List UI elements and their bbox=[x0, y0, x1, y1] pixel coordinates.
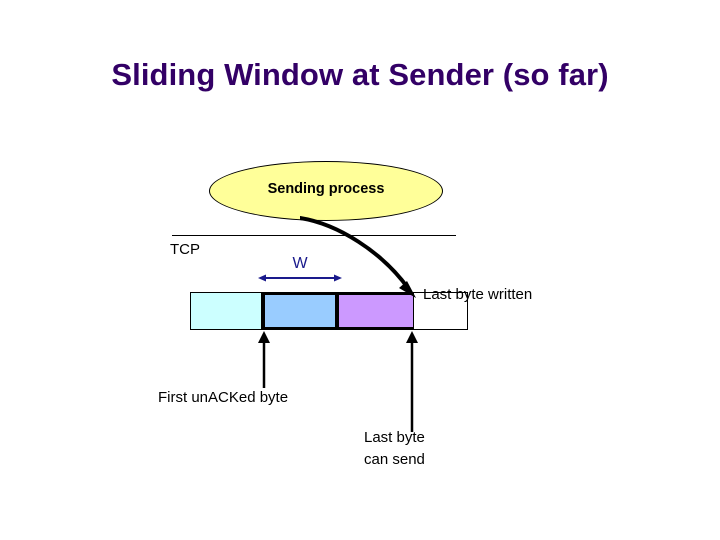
window-measure-arrow-icon bbox=[258, 274, 342, 282]
callout-last-byte-written: Last byte written bbox=[423, 286, 533, 303]
sending-process-label: Sending process bbox=[267, 181, 385, 197]
buffer-segment-sent-acked bbox=[190, 292, 262, 330]
tcp-layer-label: TCP bbox=[170, 241, 200, 258]
buffer-segment-sent-unacked bbox=[262, 292, 338, 330]
callout-last-byte-can-send: Last byte can send bbox=[364, 429, 425, 468]
sending-process-ellipse bbox=[209, 161, 443, 221]
callout-first-unacked-byte: First unACKed byte bbox=[158, 389, 289, 406]
last-byte-can-send-pointer-arrow-icon bbox=[406, 331, 418, 432]
tcp-layer-divider bbox=[172, 235, 456, 236]
page-title: Sliding Window at Sender (so far) bbox=[111, 57, 609, 92]
process-to-buffer-arrow-icon bbox=[300, 216, 416, 298]
window-size-label: W bbox=[292, 255, 308, 272]
buffer-segment-usable-not-sent bbox=[338, 292, 414, 330]
first-unacked-pointer-arrow-icon bbox=[258, 331, 270, 388]
